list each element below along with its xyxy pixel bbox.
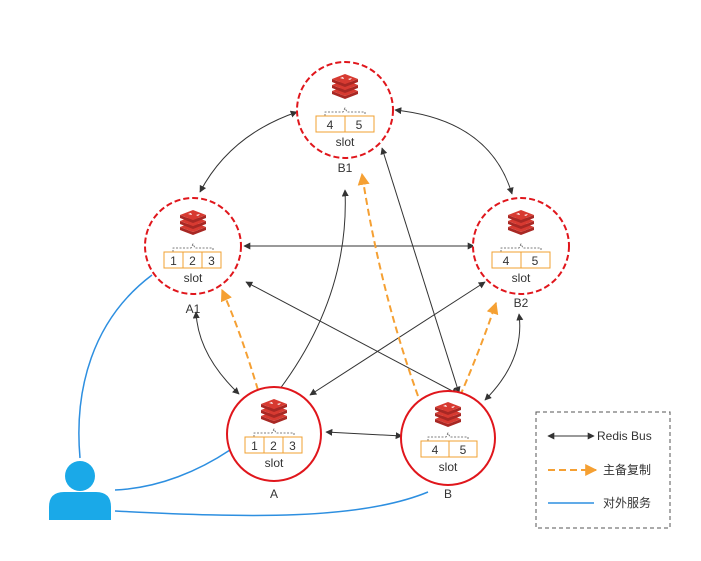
- redis-logo-icon: [261, 399, 287, 424]
- redis-logo-icon: [332, 74, 358, 99]
- slot-label: slot: [512, 271, 531, 285]
- bus-b1-a: [272, 189, 349, 399]
- slot-value: 1: [170, 254, 177, 268]
- slot-value: 2: [270, 439, 277, 453]
- bus-b1-b: [380, 147, 461, 394]
- node-b2-ring: [472, 197, 570, 295]
- user-icon: [49, 461, 111, 520]
- node-label: B1: [338, 161, 353, 175]
- slot-value: 2: [189, 254, 196, 268]
- node-b1-ring: [296, 61, 394, 159]
- bus-a1-b: [245, 281, 459, 395]
- slot-label: slot: [184, 271, 203, 285]
- node-a1-ring: [144, 197, 242, 295]
- service-line-a1: [78, 274, 153, 459]
- bus-b2-b: [484, 313, 524, 401]
- node-b2: 4 5 slot B2: [472, 197, 570, 310]
- slot-value: 4: [503, 254, 510, 268]
- repl-a-a1: [220, 288, 259, 391]
- repl-b-b2: [459, 301, 499, 397]
- bus-b1-b2: [394, 107, 514, 195]
- slot-box: [244, 436, 303, 454]
- bus-a-b2: [309, 281, 486, 396]
- slot-label: slot: [265, 456, 284, 470]
- bus-a1-a: [192, 311, 240, 395]
- node-a-ring: [226, 386, 322, 482]
- slot-value: 1: [251, 439, 258, 453]
- node-b1: 4 5 slot B1: [296, 61, 394, 175]
- slot-value: 5: [532, 254, 539, 268]
- legend-box: [535, 411, 671, 529]
- bus-b1-a1: [199, 110, 298, 193]
- redis-logo-icon: [180, 210, 206, 235]
- legend-bus-label: Redis Bus: [597, 429, 652, 443]
- slot-label: slot: [439, 460, 458, 474]
- legend: Redis Bus 主备复制 对外服务: [535, 411, 671, 529]
- node-label: A: [270, 487, 278, 501]
- slot-value: 4: [432, 443, 439, 457]
- slot-value: 3: [289, 439, 296, 453]
- replication-links: [220, 172, 499, 397]
- node-a1: 1 2 3 slot A1: [144, 197, 242, 316]
- redis-logo-icon: [508, 210, 534, 235]
- node-label: A1: [186, 302, 201, 316]
- slot-box: [163, 251, 222, 269]
- repl-b-b1: [357, 172, 419, 397]
- slot-value: 5: [460, 443, 467, 457]
- node-a: 1 2 3 slot A: [226, 386, 322, 501]
- legend-service-label: 对外服务: [603, 495, 651, 510]
- legend-replication-label: 主备复制: [603, 463, 651, 477]
- slot-value: 5: [356, 118, 363, 132]
- node-b-ring: [400, 390, 496, 486]
- node-label: B: [444, 487, 452, 501]
- service-line-a: [114, 449, 231, 491]
- slot-value: 4: [327, 118, 334, 132]
- bus-links: [192, 107, 524, 440]
- node-label: B2: [514, 296, 529, 310]
- slot-label: slot: [336, 135, 355, 149]
- bus-a-b: [325, 428, 403, 440]
- slot-value: 3: [208, 254, 215, 268]
- redis-logo-icon: [435, 402, 461, 427]
- service-line-b: [114, 491, 429, 517]
- node-b: 4 5 slot B: [400, 390, 496, 501]
